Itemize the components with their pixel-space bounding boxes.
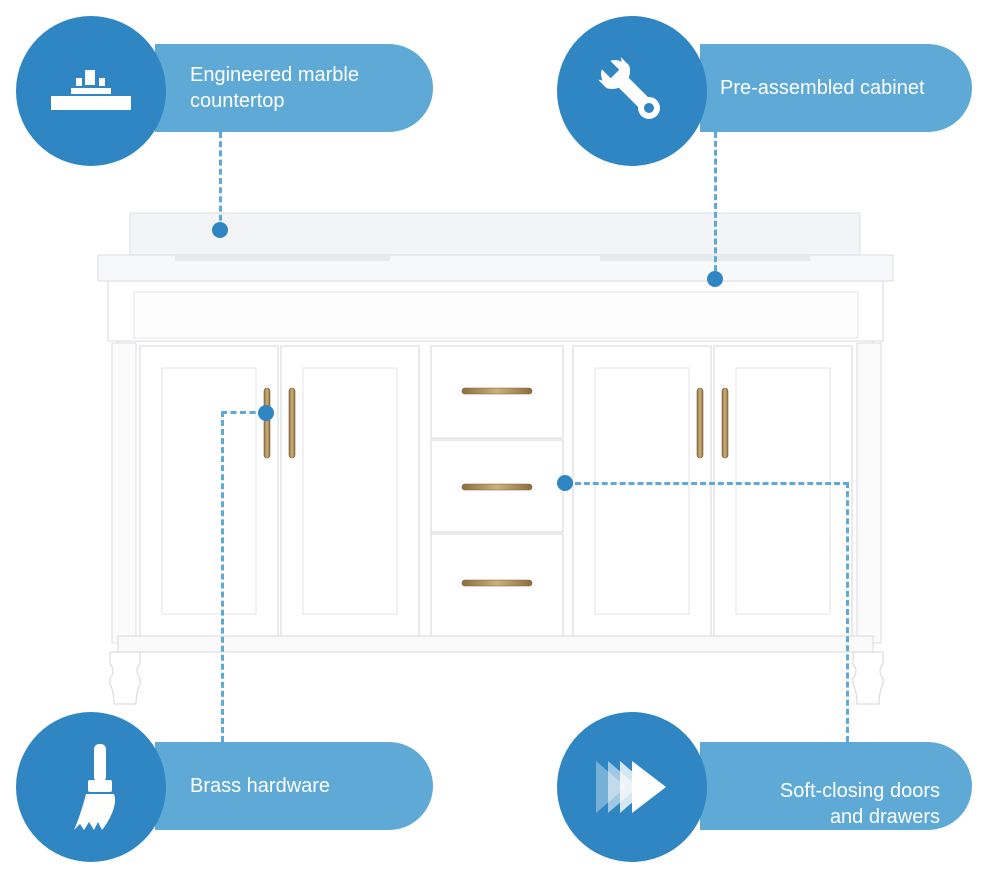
marker-countertop [212,222,228,238]
softclose-label-line2: and drawers [829,806,940,828]
leg-left [109,651,141,705]
countertop-label-pill: Engineered marble countertop [155,44,433,132]
marker-softclose [557,475,573,491]
countertop-label-line1: Engineered marble [190,64,359,86]
brush-icon [74,744,116,830]
cabinet-badge [557,16,707,166]
softclose-badge [557,712,707,862]
hardware-label: Brass hardware [190,775,331,797]
wrench-icon [598,57,660,119]
leg-right [852,651,884,705]
hardware-label-pill: Brass hardware [155,742,433,830]
connector-hardware-v [221,411,224,742]
countertop-badge [16,16,166,166]
fast-forward-icon [596,761,666,813]
connector-softclose-v [846,482,849,742]
marker-cabinet [707,271,723,287]
backsplash [129,212,861,259]
hardware-badge [16,712,166,862]
connector-hardware-h [221,411,265,414]
connector-cabinet [714,132,717,280]
softclose-label-line1: Soft-closing doors [779,780,940,802]
countertop-icon [51,70,131,110]
cabinet-label-pill: Pre-assembled cabinet [700,44,972,132]
countertop-label-line2: countertop [190,90,285,112]
connector-softclose-h [566,482,849,485]
cabinet-label: Pre-assembled cabinet [720,77,925,99]
softclose-label-pill: Soft-closing doors and drawers [700,742,972,830]
connector-countertop [219,132,222,230]
marker-hardware [258,405,274,421]
